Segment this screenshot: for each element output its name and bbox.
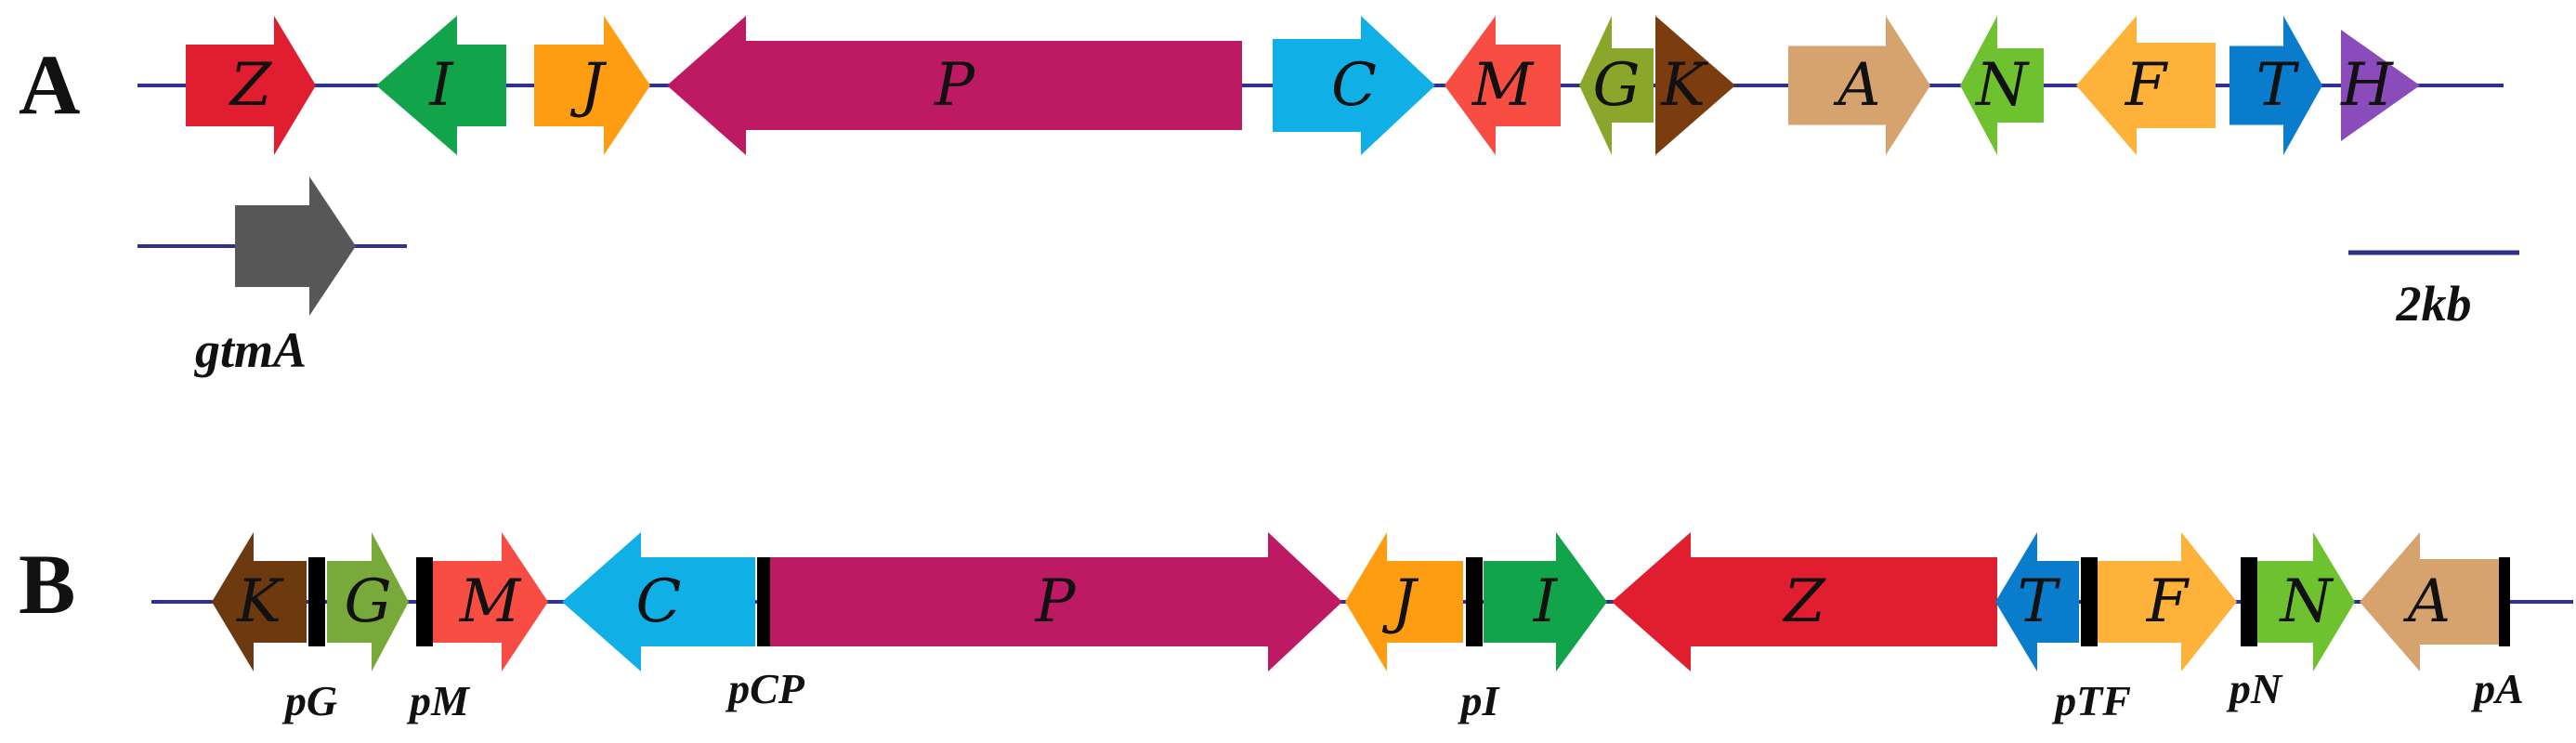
gene-b-f-shape xyxy=(2098,532,2237,671)
gene-arrow-p: P xyxy=(667,16,1242,155)
gene-i-shape xyxy=(376,16,506,155)
gene-arrow-i: I xyxy=(376,16,506,155)
gene-arrow-z: Z xyxy=(186,16,316,155)
gene-b-k-label: K xyxy=(236,567,284,636)
gene-b-k-shape xyxy=(212,532,307,671)
gene-arrow-m: M xyxy=(1445,16,1561,155)
gene-arrow-b-t: T xyxy=(1995,532,2079,671)
gene-gtma-shape xyxy=(235,176,356,316)
gene-f-shape xyxy=(2076,16,2216,155)
gene-b-m-label: M xyxy=(459,567,522,636)
gene-b-a-shape xyxy=(2360,532,2499,671)
gene-a-shape xyxy=(1788,16,1930,155)
gene-arrow-b-c: C xyxy=(562,532,755,671)
gene-m-shape xyxy=(1445,16,1561,155)
gene-b-z-shape xyxy=(1612,532,1997,671)
gene-b-c-label: C xyxy=(636,567,682,636)
promoter-bar-pi xyxy=(1466,557,1483,646)
gene-m-label: M xyxy=(1471,51,1535,120)
promoter-bar-pn xyxy=(2241,557,2257,646)
gene-arrow-c: C xyxy=(1273,16,1435,155)
gene-z-shape xyxy=(186,16,316,155)
gene-p-label: P xyxy=(934,51,975,120)
gene-arrow-b-z: Z xyxy=(1612,532,1997,671)
gene-b-f-label: F xyxy=(2146,567,2190,636)
gene-arrow-b-n: N xyxy=(2257,532,2355,671)
promoter-bar-pcp xyxy=(757,557,770,646)
gene-k-label: K xyxy=(1660,51,1708,120)
gene-i-label: I xyxy=(428,51,454,120)
gene-arrow-a: A xyxy=(1788,16,1930,155)
gene-h-label: H xyxy=(2340,51,2394,120)
gene-b-m-shape xyxy=(432,532,548,671)
gene-arrow-b-p: P xyxy=(768,532,1342,671)
gene-b-t-label: T xyxy=(2018,567,2061,636)
promoter-label-pn: pN xyxy=(2226,665,2283,712)
gene-gtma-label: gtmA xyxy=(194,322,307,378)
gene-arrow-k: K xyxy=(1655,16,1735,155)
gene-a-label: A xyxy=(1833,51,1880,120)
gene-arrow-h: H xyxy=(2340,30,2420,141)
promoter-label-pi: pI xyxy=(1458,677,1501,724)
gene-arrow-t: T xyxy=(2229,16,2322,155)
gene-b-n-label: N xyxy=(2279,567,2334,636)
gene-f-label: F xyxy=(2125,51,2169,120)
gene-p-shape xyxy=(667,16,1242,155)
gene-arrow-b-g: G xyxy=(327,532,409,671)
promoter-bar-pg xyxy=(308,557,325,646)
gene-t-shape xyxy=(2229,16,2322,155)
gene-c-shape xyxy=(1273,16,1435,155)
gene-b-i-shape xyxy=(1484,532,1607,671)
gene-b-i-label: I xyxy=(1533,567,1559,636)
promoter-label-pcp: pCP xyxy=(725,665,805,712)
gene-arrow-b-k: K xyxy=(212,532,307,671)
panel-a-label: A xyxy=(19,37,80,132)
gene-g-label: G xyxy=(1592,51,1640,120)
gene-c-label: C xyxy=(1331,51,1377,120)
gene-n-label: N xyxy=(1974,51,2030,120)
gene-g-shape xyxy=(1579,16,1654,155)
gene-n-shape xyxy=(1960,16,2044,155)
promoter-bar-ptf xyxy=(2081,557,2098,646)
gene-t-label: T xyxy=(2256,51,2300,120)
gene-arrow-b-i: I xyxy=(1484,532,1607,671)
gene-arrow-gtma xyxy=(235,176,356,316)
promoter-label-pg: pG xyxy=(281,677,337,724)
promoter-bar-pm xyxy=(416,557,433,646)
gene-arrow-j: J xyxy=(534,16,650,155)
gene-b-p-label: P xyxy=(1034,567,1076,636)
gene-b-z-label: Z xyxy=(1782,567,1826,636)
gene-arrow-g: G xyxy=(1579,16,1654,155)
gene-b-n-shape xyxy=(2257,532,2355,671)
gene-arrow-f: F xyxy=(2076,16,2216,155)
gene-h-shape xyxy=(2341,30,2420,141)
gene-arrow-n: N xyxy=(1960,16,2044,155)
gene-k-shape xyxy=(1655,16,1735,155)
promoter-label-ptf: pTF xyxy=(2051,677,2131,724)
gene-b-a-label: A xyxy=(2403,567,2451,636)
gene-b-c-shape xyxy=(562,532,755,671)
gene-arrow-b-a: A xyxy=(2360,532,2499,671)
gene-b-j-shape xyxy=(1345,532,1463,671)
promoter-label-pm: pM xyxy=(406,677,471,724)
gene-j-shape xyxy=(534,16,650,155)
gene-arrow-b-j: J xyxy=(1345,532,1463,671)
promoter-label-pa: pA xyxy=(2470,665,2524,712)
gene-b-g-shape xyxy=(327,532,409,671)
panel-b-label: B xyxy=(19,537,75,632)
gene-b-t-shape xyxy=(1995,532,2079,671)
gene-arrow-b-f: F xyxy=(2098,532,2237,671)
gene-b-g-label: G xyxy=(344,567,391,636)
gene-arrow-b-m: M xyxy=(432,532,548,671)
scale-bar-label: 2kb xyxy=(2396,276,2472,332)
promoter-bar-pa xyxy=(2499,557,2510,646)
gene-z-label: Z xyxy=(229,51,273,120)
gene-b-p-shape xyxy=(768,532,1342,671)
